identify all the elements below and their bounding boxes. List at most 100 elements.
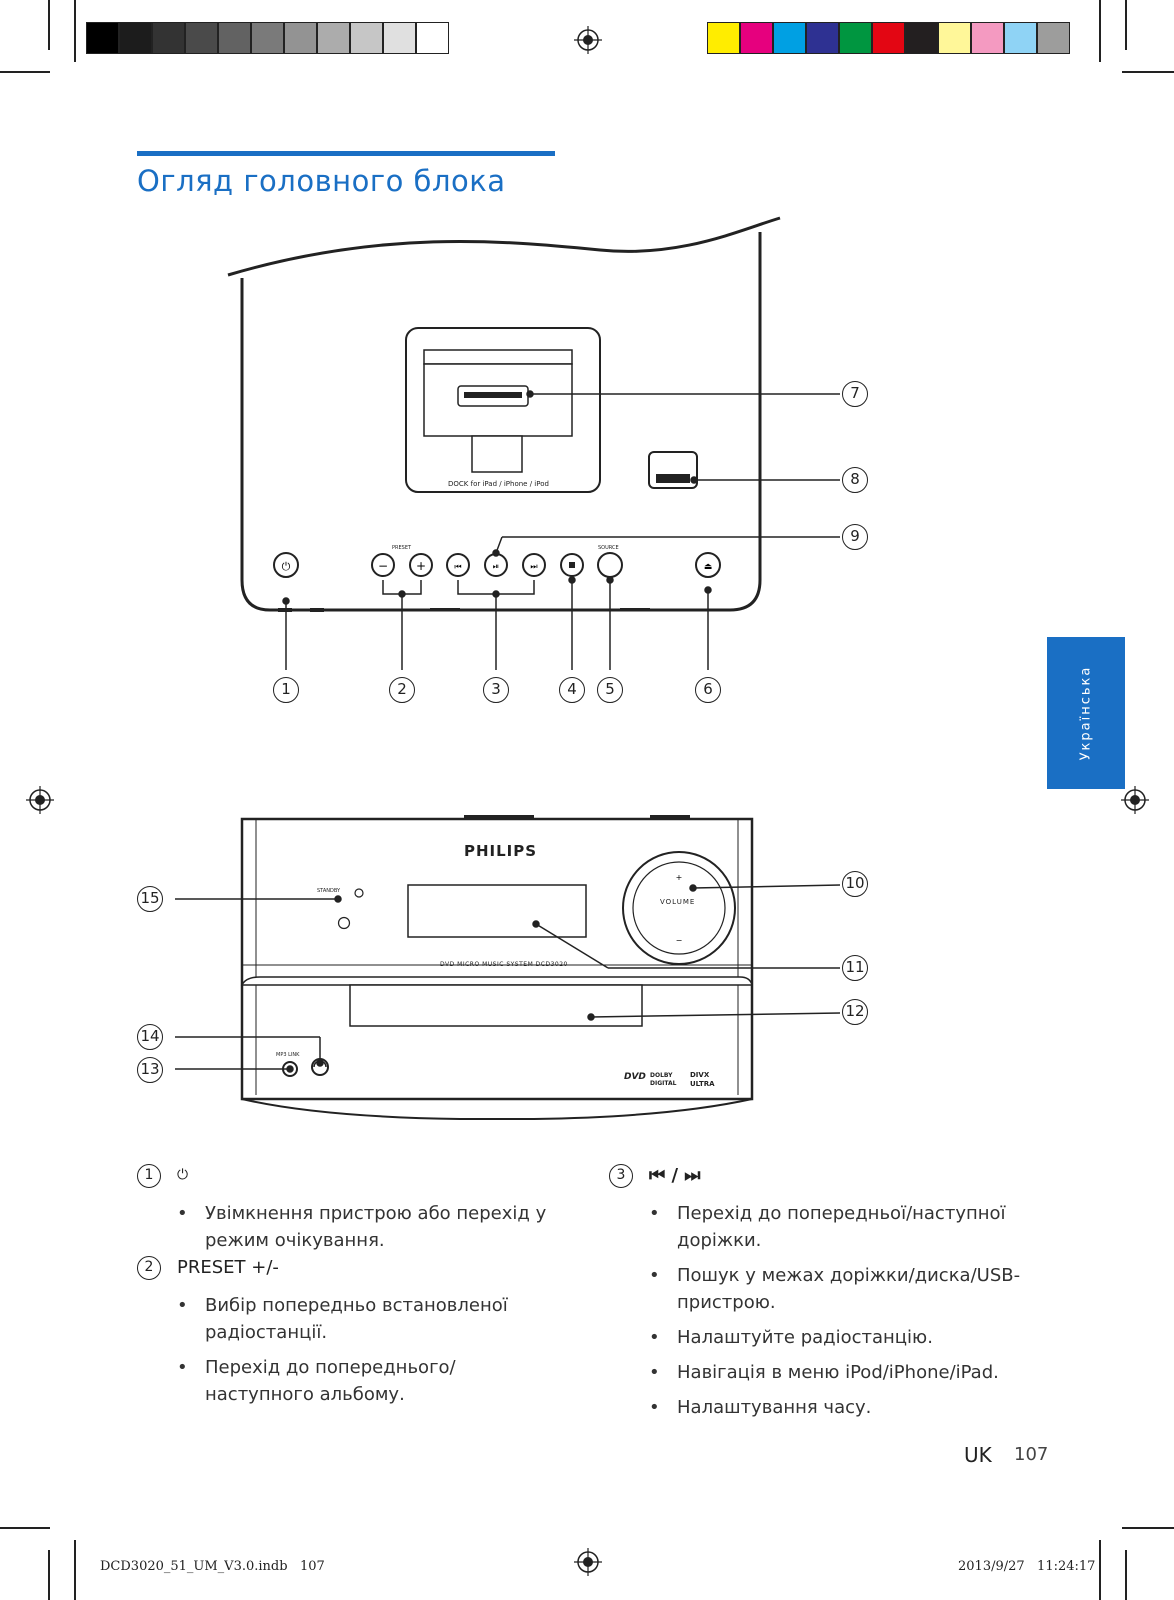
color-swatch bbox=[350, 22, 383, 54]
crop-mark bbox=[1125, 1550, 1127, 1600]
svg-text:⏻: ⏻ bbox=[282, 560, 291, 573]
list-item: Перехід до попереднього/ наступного альб… bbox=[137, 1354, 567, 1408]
callout-9: 9 bbox=[842, 524, 868, 550]
unit-front-figure: + − bbox=[175, 815, 841, 1129]
crop-mark bbox=[74, 1540, 76, 1600]
callout-3: 3 bbox=[483, 677, 509, 703]
color-swatch bbox=[119, 22, 152, 54]
language-tab: Українська bbox=[1047, 637, 1125, 789]
unit-top-figure: ⏻ − + ⏮ ⏯ ⏭ ⏏ bbox=[227, 216, 840, 670]
registration-mark-icon bbox=[574, 26, 602, 54]
color-swatch bbox=[86, 22, 119, 54]
color-bar bbox=[707, 0, 1087, 60]
page-number: 107 bbox=[1014, 1444, 1049, 1465]
crop-mark bbox=[1099, 1540, 1101, 1600]
registration-mark-icon bbox=[1121, 786, 1149, 814]
callout-5: 5 bbox=[597, 677, 623, 703]
crop-mark bbox=[0, 1527, 50, 1529]
language-tab-label: Українська bbox=[1078, 665, 1094, 761]
callout-11: 11 bbox=[842, 955, 868, 981]
preset-label: PRESET bbox=[392, 545, 412, 551]
list-item: Налаштуйте радіостанцію. bbox=[609, 1324, 1029, 1351]
color-swatch bbox=[707, 22, 740, 54]
color-swatch bbox=[185, 22, 218, 54]
svg-text:+: + bbox=[416, 559, 426, 573]
standby-label: STANDBY bbox=[317, 888, 341, 894]
callout-15: 15 bbox=[137, 886, 163, 912]
color-swatch bbox=[740, 22, 773, 54]
section-2: 2 PRESET +/- Вибір попередньо встановлен… bbox=[137, 1256, 567, 1416]
title-rule bbox=[137, 151, 555, 156]
print-timestamp: 2013/9/27 11:24:17 bbox=[958, 1559, 1096, 1574]
crop-mark bbox=[0, 71, 50, 73]
color-swatch bbox=[218, 22, 251, 54]
svg-text:−: − bbox=[676, 936, 683, 945]
crop-mark bbox=[1122, 71, 1174, 73]
callout-8: 8 bbox=[842, 467, 868, 493]
color-swatch bbox=[839, 22, 872, 54]
section-number: 1 bbox=[137, 1164, 161, 1188]
color-swatch bbox=[317, 22, 350, 54]
color-swatch bbox=[872, 22, 905, 54]
list-item: Увімкнення пристрою або перехід у режим … bbox=[137, 1200, 567, 1254]
color-swatch bbox=[152, 22, 185, 54]
crop-mark bbox=[1125, 0, 1127, 50]
svg-text:⏭: ⏭ bbox=[530, 562, 537, 571]
power-icon: ⏻ bbox=[177, 1167, 189, 1183]
callout-6: 6 bbox=[695, 677, 721, 703]
color-swatch bbox=[905, 22, 938, 54]
color-swatch bbox=[971, 22, 1004, 54]
color-swatch bbox=[773, 22, 806, 54]
list-item: Налаштування часу. bbox=[609, 1394, 1029, 1421]
dolby-logo: DOLBY DIGITAL bbox=[650, 1072, 677, 1087]
footer-language: UK bbox=[964, 1443, 992, 1467]
crop-mark bbox=[1122, 1527, 1174, 1529]
print-file-info: DCD3020_51_UM_V3.0.indb 107 bbox=[100, 1559, 325, 1574]
color-swatch bbox=[284, 22, 317, 54]
color-swatch bbox=[383, 22, 416, 54]
prev-next-icon: ⏮ / ⏭ bbox=[649, 1165, 701, 1186]
divx-logo: DIVX ULTRA bbox=[690, 1071, 715, 1088]
color-swatch bbox=[806, 22, 839, 54]
registration-mark-icon bbox=[574, 1548, 602, 1576]
section-label: PRESET +/- bbox=[177, 1257, 279, 1278]
section-1: 1 ⏻ Увімкнення пристрою або перехід у ре… bbox=[137, 1164, 567, 1262]
registration-mark-icon bbox=[26, 786, 54, 814]
section-3: 3 ⏮ / ⏭ Перехід до попередньої/наступної… bbox=[609, 1164, 1029, 1429]
list-item: Вибір попередньо встановленої радіостанц… bbox=[137, 1292, 567, 1346]
svg-text:⏮: ⏮ bbox=[454, 562, 461, 571]
svg-text:−: − bbox=[378, 559, 388, 573]
callout-4: 4 bbox=[559, 677, 585, 703]
crop-mark bbox=[1099, 0, 1101, 62]
model-label: DVD MICRO MUSIC SYSTEM DCD3020 bbox=[440, 961, 568, 968]
volume-label: VOLUME bbox=[660, 898, 696, 906]
crop-mark bbox=[48, 1550, 50, 1600]
dock-label: DOCK for iPad / iPhone / iPod bbox=[448, 480, 549, 488]
callout-10: 10 bbox=[842, 871, 868, 897]
svg-text:+: + bbox=[676, 873, 683, 882]
color-swatch bbox=[938, 22, 971, 54]
mp3link-label: MP3 LINK bbox=[276, 1052, 300, 1058]
callout-1: 1 bbox=[273, 677, 299, 703]
callout-2: 2 bbox=[389, 677, 415, 703]
color-swatch bbox=[251, 22, 284, 54]
grayscale-bar bbox=[86, 0, 466, 60]
svg-text:⏯: ⏯ bbox=[493, 562, 499, 571]
section-number: 2 bbox=[137, 1256, 161, 1280]
list-item: Навігація в меню iPod/iPhone/iPad. bbox=[609, 1359, 1029, 1386]
crop-mark bbox=[74, 0, 76, 62]
brand-logo: PHILIPS bbox=[464, 842, 538, 860]
list-item: Перехід до попередньої/наступної доріжки… bbox=[609, 1200, 1029, 1254]
svg-text:⏏: ⏏ bbox=[704, 562, 713, 572]
callout-14: 14 bbox=[137, 1024, 163, 1050]
color-swatch bbox=[416, 22, 449, 54]
callout-12: 12 bbox=[842, 999, 868, 1025]
dvd-logo: DVD bbox=[624, 1072, 646, 1082]
list-item: Пошук у межах доріжки/диска/USB-пристрою… bbox=[609, 1262, 1029, 1316]
color-swatch bbox=[1004, 22, 1037, 54]
page-title: Огляд головного блока bbox=[137, 164, 506, 198]
source-label: SOURCE bbox=[598, 545, 619, 551]
color-swatch bbox=[1037, 22, 1070, 54]
callout-13: 13 bbox=[137, 1057, 163, 1083]
callout-7: 7 bbox=[842, 381, 868, 407]
